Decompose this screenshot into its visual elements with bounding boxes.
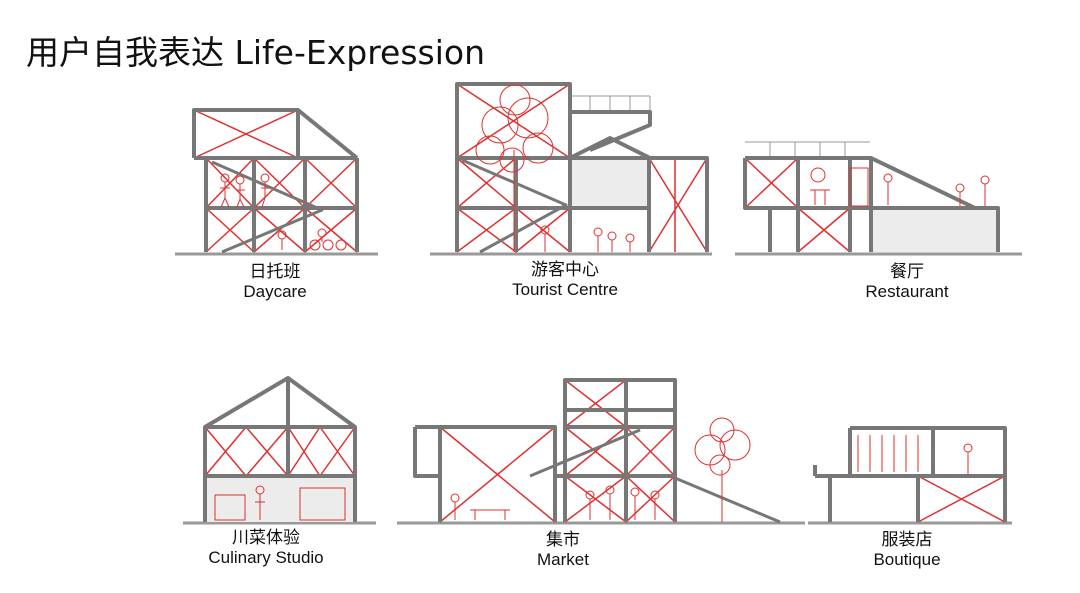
caption-daycare: 日托班 Daycare	[200, 262, 350, 303]
page-title: 用户自我表达 Life-Expression	[26, 33, 486, 72]
caption-culinary-studio: 川菜体验 Culinary Studio	[191, 528, 341, 569]
caption-culinary-studio-en: Culinary Studio	[208, 548, 324, 568]
caption-daycare-zh: 日托班	[249, 262, 301, 282]
caption-tourist-centre: 游客中心 Tourist Centre	[490, 260, 640, 301]
caption-restaurant-zh: 餐厅	[890, 262, 924, 282]
caption-tourist-centre-en: Tourist Centre	[512, 280, 618, 300]
caption-tourist-centre-zh: 游客中心	[531, 260, 599, 280]
section-boutique	[808, 426, 1012, 525]
section-culinary-studio	[183, 376, 376, 525]
section-restaurant	[735, 141, 1022, 256]
caption-market-zh: 集市	[546, 530, 580, 550]
section-daycare	[175, 108, 378, 256]
caption-market: 集市 Market	[488, 530, 638, 571]
caption-boutique: 服装店 Boutique	[832, 530, 982, 571]
caption-restaurant-en: Restaurant	[865, 282, 949, 302]
caption-daycare-en: Daycare	[243, 282, 307, 302]
section-market	[397, 378, 805, 525]
caption-restaurant: 餐厅 Restaurant	[832, 262, 982, 303]
caption-culinary-studio-zh: 川菜体验	[232, 528, 300, 548]
caption-market-en: Market	[537, 550, 589, 570]
section-tourist-centre	[430, 82, 712, 256]
caption-boutique-en: Boutique	[873, 550, 941, 570]
caption-boutique-zh: 服装店	[881, 530, 933, 550]
